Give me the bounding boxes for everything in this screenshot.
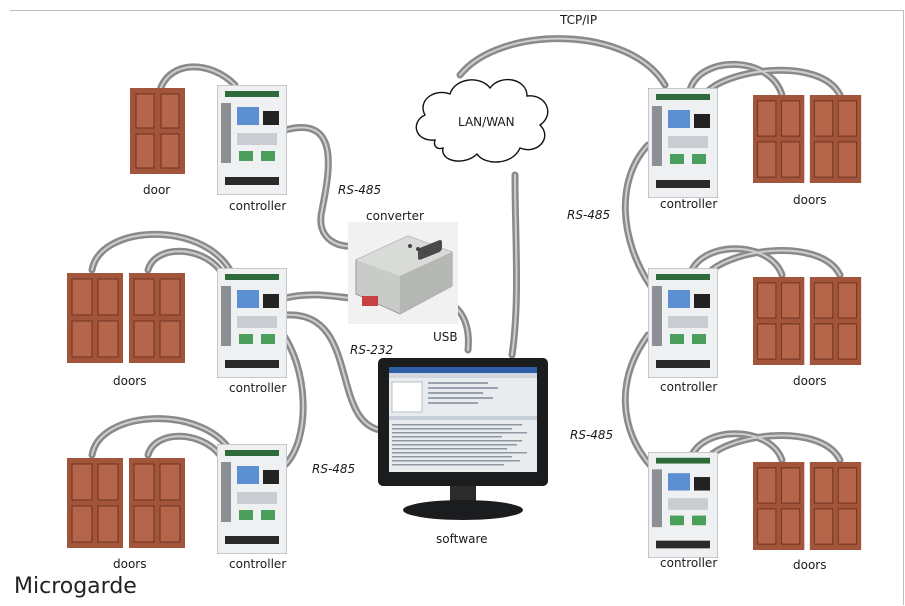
doors-label: doors (793, 193, 827, 207)
diagram-frame (10, 10, 904, 605)
door-label: door (143, 183, 171, 197)
door-icon (753, 462, 863, 550)
door-icon (130, 88, 185, 174)
door-icon (67, 458, 187, 548)
door-icon (753, 95, 863, 183)
circuit-board-icon (648, 268, 718, 378)
rs485-label: RS-485 (338, 183, 382, 197)
controller-label: controller (660, 380, 718, 394)
rs485-label: RS-485 (567, 208, 611, 222)
doors-label: doors (793, 558, 827, 572)
controller-label: controller (229, 199, 287, 213)
lan-wan-label: LAN/WAN (458, 115, 515, 129)
controller-label: controller (660, 556, 718, 570)
brand-label: Microgarde (14, 574, 137, 599)
door-icon (67, 273, 187, 363)
circuit-board-icon (648, 88, 718, 198)
tcpip-label: TCP/IP (560, 13, 598, 27)
converter-icon (348, 222, 458, 324)
door-icon (753, 277, 863, 365)
software-label: software (436, 532, 488, 546)
rs485-label: RS-485 (312, 462, 356, 476)
controller-label: controller (229, 557, 287, 571)
controller-label: controller (660, 197, 718, 211)
doors-label: doors (793, 374, 827, 388)
monitor-icon (378, 358, 548, 528)
circuit-board-icon (217, 268, 287, 378)
rs485-label: RS-485 (570, 428, 614, 442)
circuit-board-icon (648, 452, 718, 558)
circuit-board-icon (217, 444, 287, 554)
converter-label: converter (366, 209, 424, 223)
circuit-board-icon (217, 85, 287, 195)
controller-label: controller (229, 381, 287, 395)
usb-label: USB (433, 330, 458, 344)
doors-label: doors (113, 374, 147, 388)
cloud-icon (405, 70, 560, 170)
rs232-label: RS-232 (350, 343, 394, 357)
doors-label: doors (113, 557, 147, 571)
